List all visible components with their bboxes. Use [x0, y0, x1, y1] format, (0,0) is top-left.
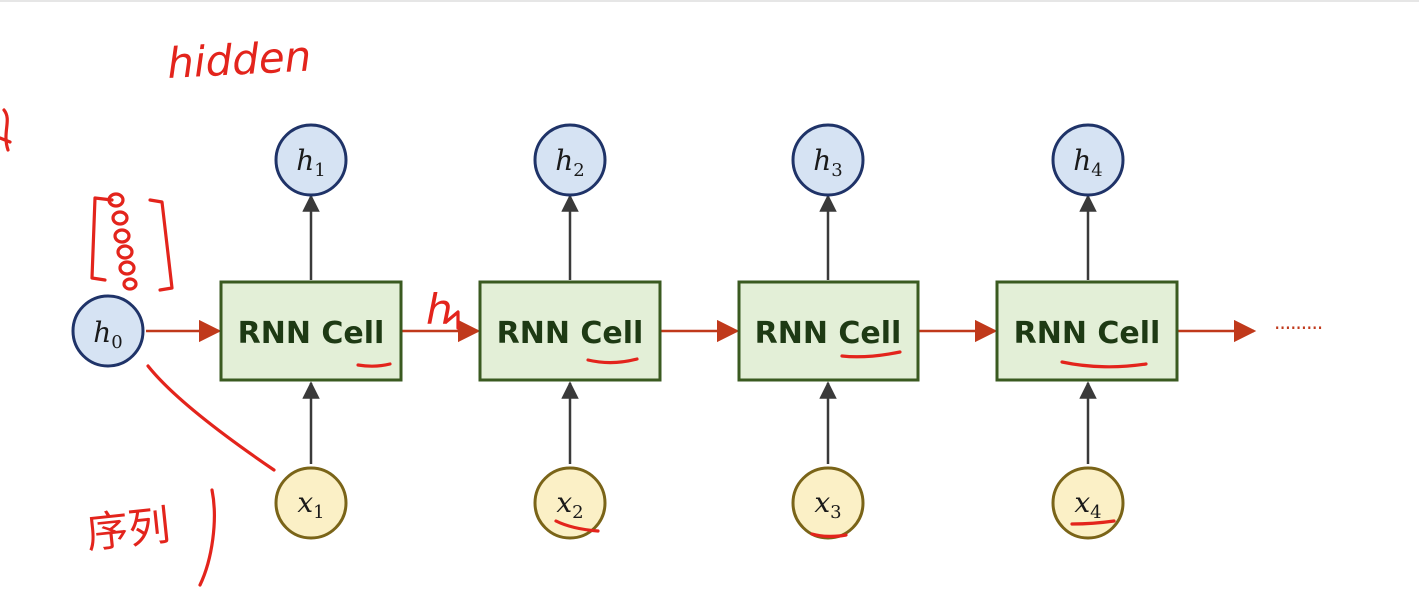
input-underline-3 — [810, 532, 848, 538]
input-symbol-3: x — [814, 486, 830, 519]
initial-state-symbol: h — [93, 316, 111, 349]
hidden-state-symbol-2: h — [555, 144, 573, 177]
input-circle-3 — [791, 466, 865, 540]
hidden-state-circle-2 — [533, 123, 607, 197]
input-underline-2 — [554, 519, 600, 533]
svg-text:h2: h2 — [555, 144, 585, 181]
rnn-cell-label-1: RNN Cell — [238, 316, 385, 351]
hidden-state-circle-1 — [274, 123, 348, 197]
input-symbol-4: x — [1074, 486, 1090, 519]
time-step-2: RNN Cell h2 x2 — [478, 123, 662, 540]
rnn-cell-box-3 — [737, 280, 920, 382]
hidden-state-subscript-3: 3 — [831, 160, 842, 181]
rnn-cell-label-2: RNN Cell — [497, 316, 644, 351]
input-symbol-1: x — [297, 486, 313, 519]
input-subscript-4: 4 — [1090, 502, 1101, 523]
vector-entry-4 — [116, 244, 134, 260]
vector-bracket-left — [90, 196, 114, 282]
initial-state-node: h0 — [71, 294, 145, 368]
svg-text:h1: h1 — [296, 144, 326, 181]
vertical-arrows — [302, 194, 1097, 464]
hidden-arrow-annotation: h — [426, 285, 453, 334]
vector-entry-6 — [122, 277, 138, 291]
vector-entries — [107, 192, 138, 291]
vector-entry-2 — [111, 210, 129, 226]
input-circle-1 — [274, 466, 348, 540]
rnn-cell-label-3: RNN Cell — [755, 316, 902, 351]
svg-text:h4: h4 — [1073, 144, 1103, 181]
svg-text:x2: x2 — [556, 486, 583, 523]
svg-text:h0: h0 — [93, 316, 123, 353]
vector-entry-5 — [118, 260, 136, 276]
hidden-arrow-annotation-stroke — [444, 310, 460, 330]
hidden-annotation: hidden — [166, 32, 312, 88]
hidden-state-subscript-2: 2 — [573, 160, 584, 181]
input-subscript-3: 3 — [830, 502, 841, 523]
cell-underline-2 — [586, 357, 639, 365]
rnn-cell-box-2 — [478, 280, 662, 382]
time-step-4: RNN Cell h4 x4 — [995, 123, 1179, 540]
hidden-state-symbol-3: h — [813, 144, 831, 177]
hidden-state-circle-4 — [1051, 123, 1125, 197]
svg-text:h3: h3 — [813, 144, 843, 181]
hidden-state-subscript-1: 1 — [314, 160, 325, 181]
input-symbol-2: x — [556, 486, 572, 519]
svg-text:x4: x4 — [1074, 486, 1101, 523]
time-step-1: RNN Cell h1 x1 — [219, 123, 403, 540]
left-edge-mark — [0, 108, 12, 152]
input-underline-4 — [1070, 519, 1116, 526]
input-subscript-1: 1 — [313, 502, 324, 523]
cell-underline-4 — [1060, 360, 1148, 369]
input-circle-2 — [533, 466, 607, 540]
cell-underline-3 — [840, 350, 902, 359]
hidden-state-symbol-1: h — [296, 144, 314, 177]
sequence-annotation-stroke — [198, 488, 216, 587]
hidden-state-circle-3 — [791, 123, 865, 197]
vector-bracket-right — [148, 198, 174, 292]
handwritten-annotations: hidden 序列 h — [0, 32, 1148, 587]
svg-text:x1: x1 — [297, 486, 324, 523]
initial-state-subscript: 0 — [111, 332, 122, 353]
rnn-cell-label-4: RNN Cell — [1014, 316, 1161, 351]
sequence-annotation: 序列 — [84, 500, 173, 558]
input-subscript-2: 2 — [572, 502, 583, 523]
cell-underline-1 — [356, 362, 392, 368]
initial-state-circle — [71, 294, 145, 368]
svg-text:x3: x3 — [814, 486, 841, 523]
continuation-dots: ········· — [1274, 316, 1322, 340]
rnn-cell-box-1 — [219, 280, 403, 382]
h0-to-x1-curve — [146, 364, 276, 472]
vector-entry-3 — [113, 228, 131, 244]
hidden-state-symbol-4: h — [1073, 144, 1091, 177]
vector-entry-1 — [107, 192, 125, 208]
hidden-state-subscript-4: 4 — [1091, 160, 1102, 181]
time-step-3: RNN Cell h3 x3 — [737, 123, 920, 540]
